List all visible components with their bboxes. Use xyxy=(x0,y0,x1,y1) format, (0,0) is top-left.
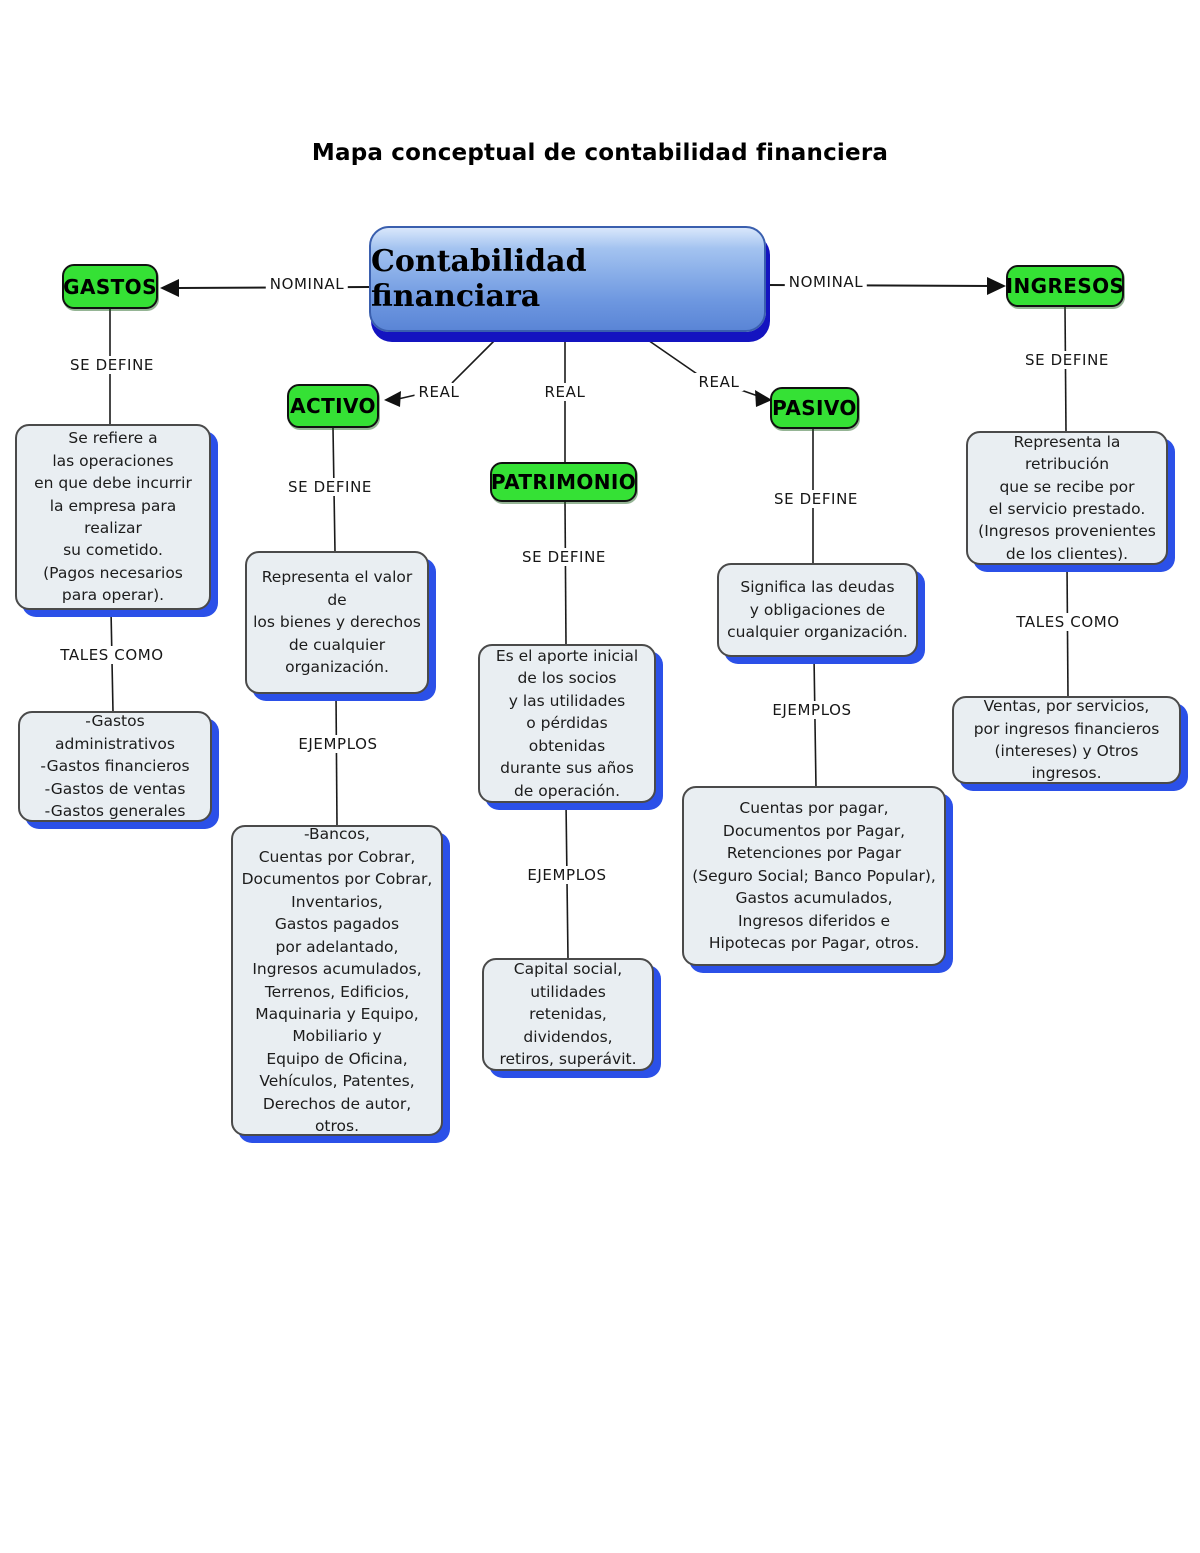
line-real-right-a xyxy=(644,337,701,377)
page-title: Mapa conceptual de contabilidad financie… xyxy=(311,140,889,166)
line-patrimonio-define xyxy=(564,500,567,646)
node-gastos: GASTOS xyxy=(62,264,158,309)
pasivo-definition-box: Significa las deudas y obligaciones de c… xyxy=(717,563,918,657)
patrimonio-definition-box: Es el aporte inicial de los socios y las… xyxy=(478,644,656,803)
node-activo: ACTIVO xyxy=(287,384,379,428)
label-se-define-patrimonio: SE DEFINE xyxy=(518,548,610,566)
arrowhead-to-activo-icon xyxy=(384,391,401,407)
label-real-patrimonio: REAL xyxy=(540,383,590,401)
line-real-left-a xyxy=(451,337,498,384)
label-se-define-activo: SE DEFINE xyxy=(284,478,376,496)
label-real-pasivo: REAL xyxy=(694,373,744,391)
label-ejemplos-patrimonio: EJEMPLOS xyxy=(523,866,611,884)
label-tales-como-gastos: TALES COMO xyxy=(56,646,168,664)
label-se-define-gastos: SE DEFINE xyxy=(66,356,158,374)
line-ingresos-define xyxy=(1064,305,1067,433)
arrowhead-to-gastos-icon xyxy=(160,279,179,297)
arrowhead-to-pasivo-icon xyxy=(755,390,772,407)
node-ingresos: INGRESOS xyxy=(1006,265,1124,307)
label-nominal-left: NOMINAL xyxy=(265,275,349,293)
ingresos-examples-box: Ventas, por servicios, por ingresos fina… xyxy=(952,696,1181,784)
node-contabilidad-financiera: Contabilidad financiara xyxy=(369,226,766,332)
patrimonio-examples-box: Capital social, utilidades retenidas, di… xyxy=(482,958,654,1071)
label-ejemplos-activo: EJEMPLOS xyxy=(294,735,382,753)
label-real-activo: REAL xyxy=(414,383,464,401)
gastos-examples-box: -Gastos administrativos -Gastos financie… xyxy=(18,711,212,822)
ingresos-definition-box: Representa la retribución que se recibe … xyxy=(966,431,1168,565)
label-tales-como-ingresos: TALES COMO xyxy=(1012,613,1124,631)
activo-examples-box: -Bancos, Cuentas por Cobrar, Documentos … xyxy=(231,825,443,1136)
label-se-define-ingresos: SE DEFINE xyxy=(1021,351,1113,369)
activo-definition-box: Representa el valor de los bienes y dere… xyxy=(245,551,429,694)
node-patrimonio: PATRIMONIO xyxy=(490,462,637,502)
gastos-definition-box: Se refiere a las operaciones en que debe… xyxy=(15,424,211,610)
line-ingresos-examples xyxy=(1066,563,1069,699)
pasivo-examples-box: Cuentas por pagar, Documentos por Pagar,… xyxy=(682,786,946,966)
label-ejemplos-pasivo: EJEMPLOS xyxy=(768,701,856,719)
label-se-define-pasivo: SE DEFINE xyxy=(770,490,862,508)
line-pasivo-examples xyxy=(813,655,817,789)
node-pasivo: PASIVO xyxy=(770,387,859,429)
arrowhead-to-ingresos-icon xyxy=(987,277,1006,295)
line-activo-examples xyxy=(335,693,338,827)
label-nominal-right: NOMINAL xyxy=(784,273,868,291)
